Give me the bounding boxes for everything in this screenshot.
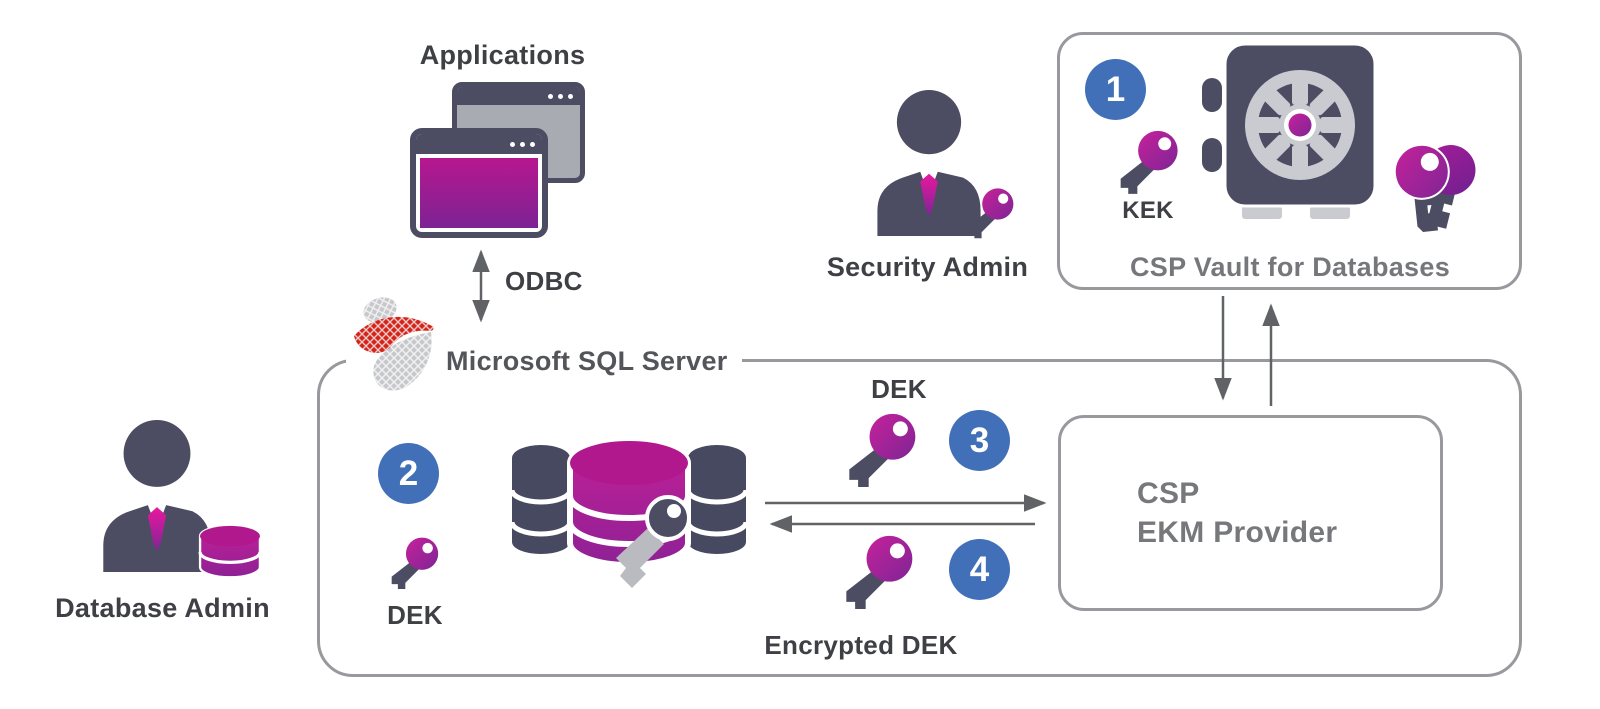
ekm-provider-box — [1058, 415, 1443, 611]
window-dot-icon — [548, 93, 553, 99]
step-2-number: 2 — [398, 453, 419, 493]
microsoft-sql-server-label: Microsoft SQL Server — [440, 346, 742, 381]
dek-local-label: DEK — [387, 600, 443, 630]
encrypted-dek-key-icon — [833, 528, 923, 616]
app-window-screen — [420, 158, 538, 228]
ekm-provider-text: CSP EKM Provider — [1137, 474, 1337, 552]
security-admin-label: Security Admin — [826, 252, 1029, 282]
window-dot-icon — [530, 141, 535, 147]
step-2-badge: 2 — [378, 443, 439, 504]
sql-server-logo-icon — [346, 294, 440, 396]
kek-key-icon — [1110, 124, 1186, 200]
dek-transfer-label: DEK — [871, 374, 927, 404]
dek-transfer-key-icon — [836, 406, 926, 494]
step-1-badge: 1 — [1085, 59, 1146, 120]
csp-vault-label: CSP Vault for Databases — [1129, 252, 1451, 282]
key-pair-icon — [1393, 143, 1476, 232]
app-front-window — [410, 128, 548, 238]
window-dot-icon — [558, 93, 563, 99]
step-3-badge: 3 — [949, 410, 1010, 471]
step-3-number: 3 — [969, 420, 990, 460]
step-1-number: 1 — [1105, 69, 1126, 109]
dek-local-key-icon — [383, 532, 445, 594]
odbc-label: ODBC — [505, 266, 583, 296]
database-admin-database-icon — [197, 524, 263, 582]
ekm-provider-line1: CSP — [1137, 477, 1200, 510]
app-front-window-titlebar — [416, 134, 542, 154]
window-dot-icon — [520, 141, 525, 147]
step-4-number: 4 — [969, 549, 990, 589]
database-cluster-icon — [509, 438, 749, 588]
kek-label: KEK — [1122, 197, 1174, 224]
window-dot-icon — [510, 141, 515, 147]
app-back-window-titlebar — [457, 87, 580, 105]
sql-server-boundary-box — [317, 359, 1522, 677]
encrypted-dek-label: Encrypted DEK — [764, 630, 958, 660]
step-4-badge: 4 — [949, 539, 1010, 600]
window-dot-icon — [568, 93, 573, 99]
vault-safe-icon — [1202, 42, 1377, 219]
applications-label: Applications — [419, 40, 586, 70]
database-admin-label: Database Admin — [55, 593, 270, 623]
security-admin-key-icon — [960, 183, 1020, 243]
ekm-provider-line2: EKM Provider — [1137, 516, 1338, 549]
